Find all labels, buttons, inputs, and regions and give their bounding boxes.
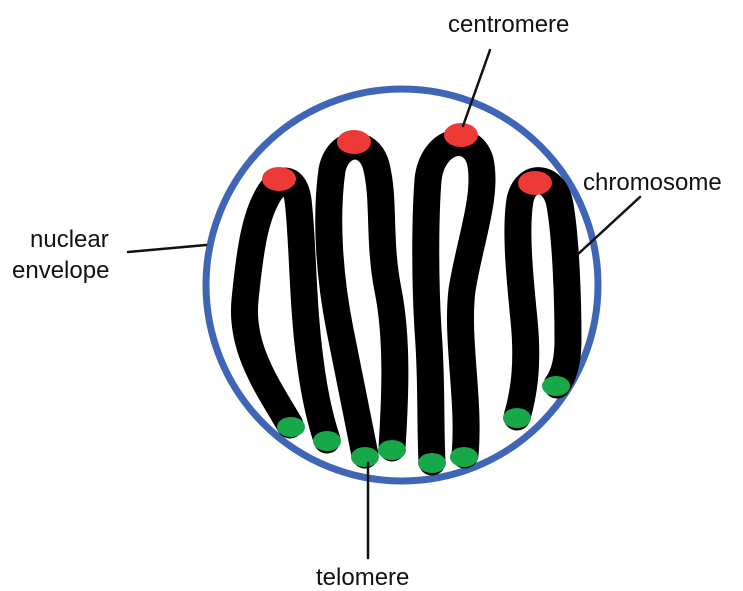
telomere-label: telomere [316, 564, 409, 591]
nuclear-envelope-leader [128, 245, 206, 252]
chromosome-1 [244, 181, 327, 440]
chromosome-3 [426, 143, 482, 462]
telomere-3 [351, 447, 379, 467]
telomere-7 [503, 408, 531, 428]
centromere-1 [262, 167, 296, 191]
telomere-1 [277, 417, 305, 437]
telomere-4 [378, 440, 406, 460]
centromere-2 [337, 130, 371, 154]
telomere-8 [542, 376, 570, 396]
telomere-6 [450, 447, 478, 467]
nuclear-envelope-label-line2: envelope [12, 257, 109, 284]
nuclear-envelope-label-line1: nuclear [30, 226, 109, 253]
chromosome-label: chromosome [583, 169, 722, 196]
centromere-leader [463, 50, 490, 126]
telomere-2 [313, 431, 341, 451]
centromere-4 [518, 171, 552, 195]
chromosome-2 [329, 146, 395, 455]
centromere-label: centromere [448, 11, 569, 38]
centromere-3 [444, 123, 478, 147]
telomere-5 [418, 453, 446, 473]
